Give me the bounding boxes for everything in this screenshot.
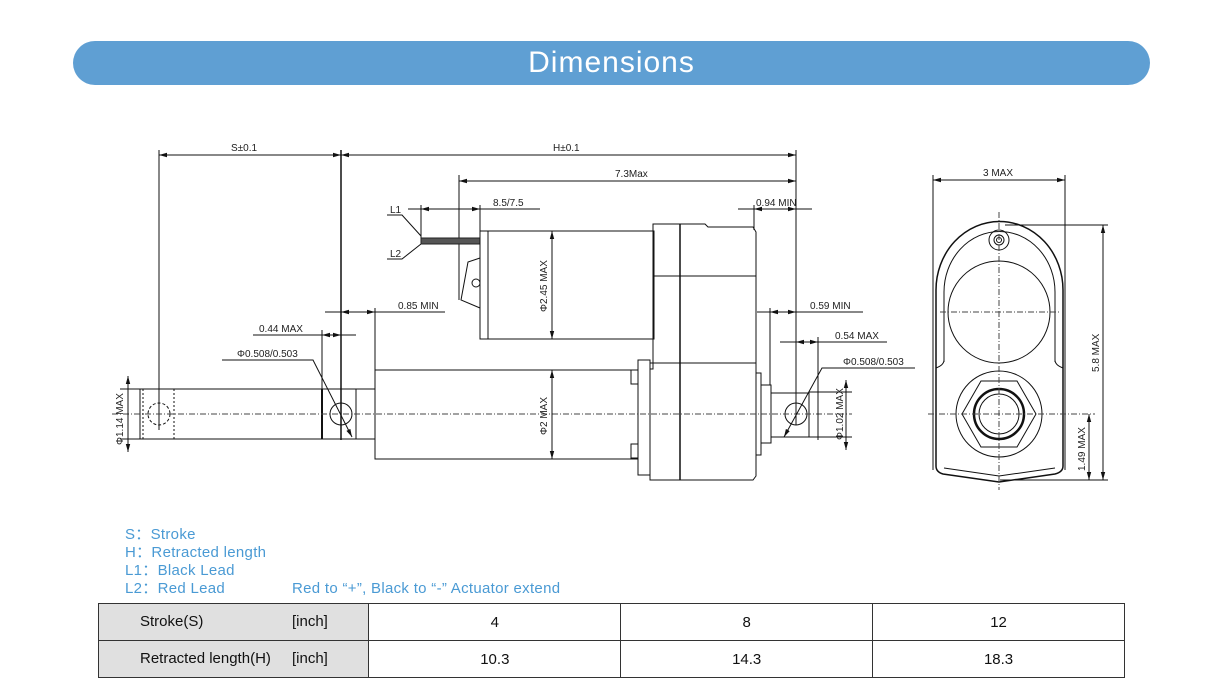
end-height-label: 5.8 MAX [1091,333,1102,372]
legend-retracted-length: H：Retracted length [125,544,267,561]
end-width-label: 3 MAX [983,168,1013,179]
table-cell: 14.3 [620,640,874,678]
rear-min-label: 0.59 MIN [810,301,851,312]
lead-length-label: 8.5/7.5 [493,198,524,209]
table-cell: 12 [872,603,1125,641]
rear-clevis-dia-label: Φ1.02 MAX [835,388,846,440]
legend-l1: L1：Black Lead [125,562,235,579]
side-view [112,150,915,481]
legend: S：Stroke H：Retracted length L1：Black Lea… [125,526,560,598]
front-min-label: 0.85 MIN [398,301,439,312]
table-row: Stroke(S) [inch] 4 8 12 [97,603,1125,641]
row-label: Stroke(S) [140,613,204,630]
rear-min-top-label: 0.94 MIN [756,198,797,209]
table-cell: 18.3 [872,640,1125,678]
lead1-label: L1 [390,205,402,216]
overall-max-label: 7.3Max [615,169,648,180]
dimension-table: Stroke(S) [inch] 4 8 12 Retracted length(… [97,603,1125,678]
row-label: Retracted length(H) [140,650,271,667]
row-unit: [inch] [292,613,328,630]
table-row: Retracted length(H) [inch] 10.3 14.3 18.3 [97,640,1125,678]
rod-end-dia-label: Φ1.14 MAX [115,393,126,445]
table-cell: 4 [368,603,622,641]
wiring-note: Red to “+”, Black to “-” Actuator extend [292,580,561,597]
row-unit: [inch] [292,650,328,667]
legend-l2: L2：Red Lead [125,580,226,597]
center-height-label: 1.49 MAX [1077,427,1088,471]
rear-max-label: 0.54 MAX [835,331,879,342]
legend-stroke: S：Stroke [125,526,196,543]
motor-dia-label: Φ2.45 MAX [539,260,550,312]
tube-dia-label: Φ2 MAX [539,397,550,435]
table-cell: 10.3 [368,640,622,678]
section-header-dimensions: Dimensions [73,41,1150,85]
stroke-dim-label: S±0.1 [231,143,257,154]
end-view [928,175,1108,490]
front-hole-label: Φ0.508/0.503 [237,349,298,360]
table-cell: 8 [620,603,874,641]
front-max-label: 0.44 MAX [259,324,303,335]
lead2-label: L2 [390,249,402,260]
rear-hole-label: Φ0.508/0.503 [843,357,904,368]
retracted-dim-label: H±0.1 [553,143,580,154]
